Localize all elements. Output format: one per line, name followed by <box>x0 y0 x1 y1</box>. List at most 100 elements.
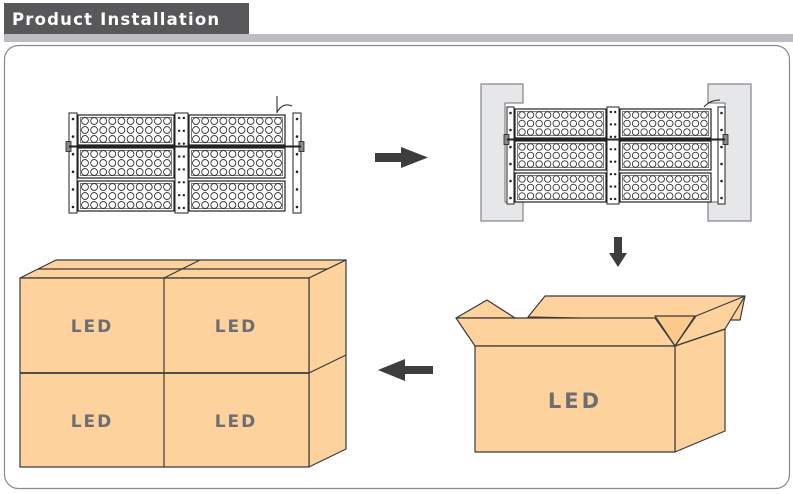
led-chip-icon <box>274 201 282 209</box>
led-chip-icon <box>640 128 648 136</box>
led-chip-icon <box>700 192 708 200</box>
led-chip-icon <box>201 126 209 134</box>
rail-bolt <box>295 117 299 121</box>
led-chip-icon <box>99 117 108 125</box>
led-chip-icon <box>228 183 237 191</box>
led-chip-icon <box>210 117 219 125</box>
led-chip-icon <box>228 126 237 134</box>
led-chip-icon <box>586 183 595 192</box>
led-module-lens <box>191 150 283 176</box>
led-chip-icon <box>691 175 700 183</box>
led-chip-icon <box>163 183 171 191</box>
led-chip-icon <box>691 183 700 192</box>
led-chip-icon <box>274 135 282 143</box>
led-chip-icon <box>144 150 153 158</box>
led-chip-icon <box>657 111 665 119</box>
led-chip-icon <box>117 117 126 125</box>
spine-bolt <box>177 206 181 210</box>
led-chip-icon <box>674 151 682 160</box>
led-chip-icon <box>674 192 682 200</box>
led-chip-icon <box>192 135 200 143</box>
led-chip-icon <box>526 192 535 200</box>
spine-bolt <box>613 110 617 114</box>
led-chip-icon <box>526 151 535 160</box>
led-chip-icon <box>154 150 162 158</box>
fixture-rail-left <box>506 106 515 205</box>
led-chip-icon <box>255 117 264 125</box>
led-chip-icon <box>552 128 560 136</box>
led-chip-icon <box>640 111 648 119</box>
led-chip-icon <box>518 128 526 136</box>
led-chip-icon <box>623 151 631 160</box>
spine-bolt <box>182 116 186 120</box>
led-chip-icon <box>154 135 162 143</box>
led-chip-icon <box>649 175 657 183</box>
led-chip-icon <box>144 117 153 125</box>
led-chip-icon <box>246 183 255 191</box>
open-carton-icon: LED <box>455 295 746 453</box>
led-chip-icon <box>586 160 595 168</box>
led-chip-icon <box>657 183 665 192</box>
led-chip-icon <box>126 159 135 167</box>
spine-bolt <box>609 172 613 176</box>
led-chip-icon <box>552 160 560 168</box>
led-chip-icon <box>526 175 535 183</box>
rail-bolt <box>71 170 75 174</box>
led-chip-icon <box>99 126 108 134</box>
led-module <box>77 114 175 146</box>
led-chip-icon <box>544 128 552 136</box>
led-chip-icon <box>117 192 126 200</box>
led-chip-icon <box>192 168 200 176</box>
led-chip-icon <box>144 126 153 134</box>
spine-bolt <box>613 135 617 139</box>
led-chip-icon <box>640 192 648 200</box>
spine-bolt <box>609 148 613 151</box>
led-chip-icon <box>154 117 162 125</box>
led-chip-icon <box>526 143 535 151</box>
led-chip-icon <box>81 150 89 158</box>
led-chip-icon <box>90 192 98 200</box>
led-chip-icon <box>657 192 665 200</box>
led-chip-icon <box>631 151 640 160</box>
led-chip-icon <box>586 151 595 160</box>
led-chip-icon <box>578 119 586 128</box>
led-chip-icon <box>108 135 117 143</box>
led-chip-icon <box>210 135 219 143</box>
led-chip-icon <box>623 192 631 200</box>
led-chip-icon <box>518 175 526 183</box>
led-chip-icon <box>544 192 552 200</box>
spine-bolt <box>182 129 186 133</box>
led-chip-icon <box>649 119 657 128</box>
spine-bolt <box>613 160 617 163</box>
led-module <box>188 180 286 212</box>
led-chip-icon <box>691 192 700 200</box>
carton-label: LED <box>71 317 114 337</box>
led-chip-icon <box>657 160 665 168</box>
led-module <box>514 108 607 139</box>
led-chip-icon <box>569 111 577 119</box>
led-chip-icon <box>535 119 543 128</box>
led-chip-icon <box>586 119 595 128</box>
led-chip-icon <box>518 119 526 128</box>
led-chip-icon <box>81 135 89 143</box>
led-chip-icon <box>126 183 135 191</box>
led-chip-icon <box>683 192 691 200</box>
led-chip-icon <box>154 126 162 134</box>
led-chip-icon <box>265 183 273 191</box>
led-chip-icon <box>265 159 273 167</box>
led-chip-icon <box>265 150 273 158</box>
led-chip-icon <box>135 159 144 167</box>
led-chip-icon <box>535 111 543 119</box>
led-chip-icon <box>544 160 552 168</box>
led-chip-icon <box>649 128 657 136</box>
power-cable-icon <box>276 96 293 113</box>
led-chip-icon <box>578 183 586 192</box>
led-chip-icon <box>631 143 640 151</box>
led-chip-icon <box>578 151 586 160</box>
spine-bolt <box>609 135 613 139</box>
led-chip-icon <box>274 168 282 176</box>
led-chip-icon <box>126 135 135 143</box>
led-chip-icon <box>144 192 153 200</box>
led-chip-icon <box>135 183 144 191</box>
led-chip-icon <box>108 192 117 200</box>
